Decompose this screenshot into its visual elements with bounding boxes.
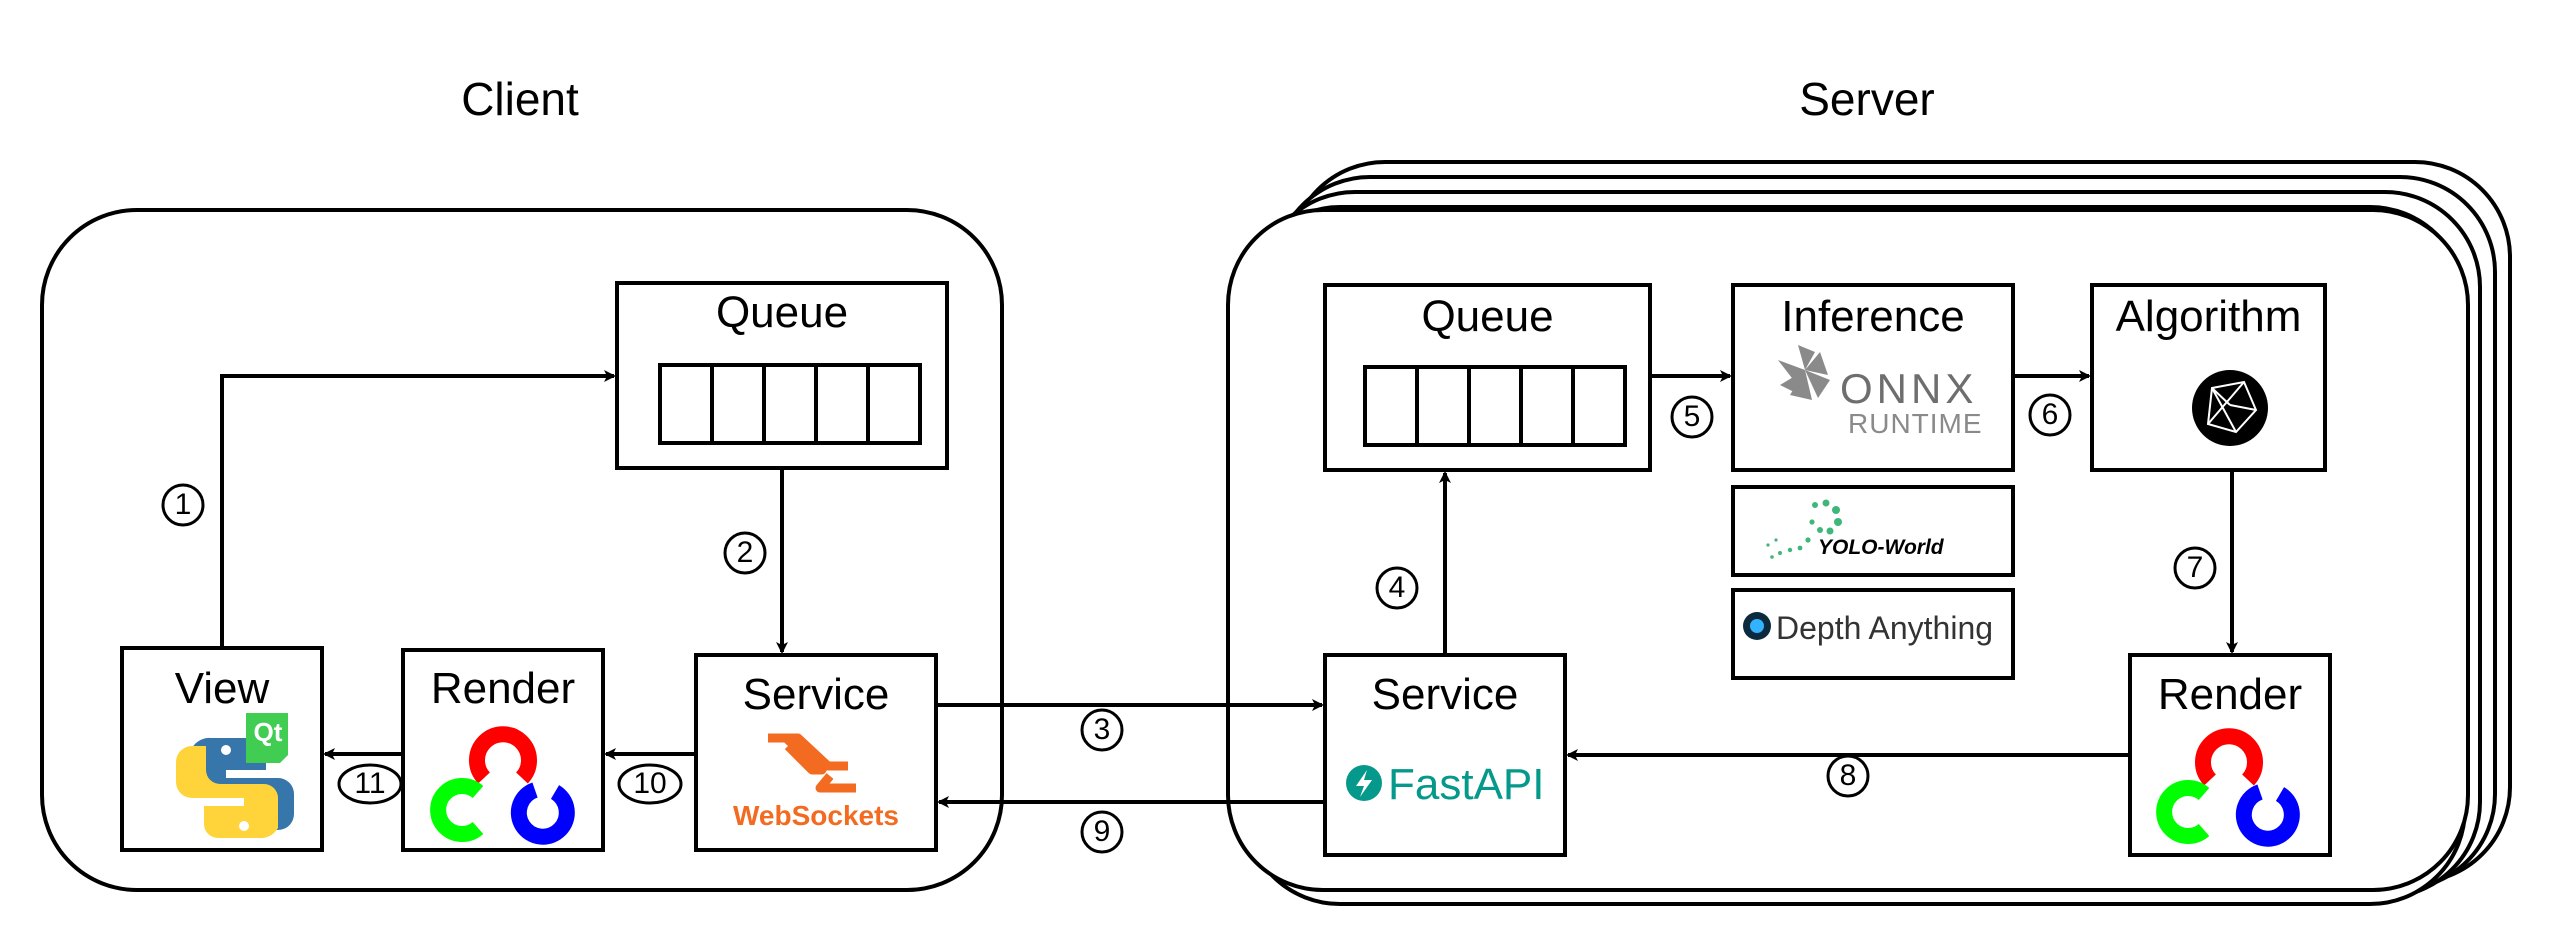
websockets-text: WebSockets [733,800,899,831]
server-queue-slots [1363,365,1627,447]
step-4-circle [1375,566,1419,610]
client-service-label: Service [742,670,890,719]
step-9-label: 9 [1093,815,1111,848]
server-render-label: Render [2157,670,2303,719]
algorithm-icon [2192,370,2268,446]
inference-box [1731,283,2015,472]
step-8-circle [1826,754,1870,798]
step-3-circle [1080,708,1124,752]
depth-anything-box [1731,588,2015,680]
client-queue-label: Queue [715,288,849,337]
client-queue-box [615,281,949,470]
python-icon [176,737,294,839]
qt-icon [246,713,288,763]
onnx-icon [1778,345,1830,400]
server-queue-box [1323,283,1652,472]
inference-label: Inference [1781,292,1965,341]
fastapi-icon [1346,765,1382,801]
onnx-runtime-text: RUNTIME [1848,408,1983,439]
yolo-world-box [1731,485,2015,577]
step-11-label: 11 [354,767,386,800]
opencv-icon [430,726,575,845]
step-7-label: 7 [2186,551,2204,584]
fastapi-text: FastAPI [1388,760,1545,809]
step-5-label: 5 [1683,400,1701,433]
step-10-circle [617,763,683,805]
server-title: Server [1799,73,1935,125]
client-queue-slots [658,363,922,445]
step-6-circle [2028,393,2072,437]
step-7-circle [2173,546,2217,590]
websockets-icon [768,733,856,793]
client-view-label: View [174,664,270,713]
step-2-label: 2 [736,536,754,569]
step-5-circle [1670,395,1714,439]
server-queue-label: Queue [1421,292,1554,341]
step-1-label: 1 [174,488,192,521]
yolo-world-text: YOLO-World [1818,536,1944,559]
step-8-label: 8 [1839,759,1857,792]
arrow-view-to-queue [220,370,616,648]
step-4-label: 4 [1388,571,1406,604]
client-title: Client [461,73,579,125]
yolo-world-icon [1766,499,1842,559]
step-6-label: 6 [2041,398,2059,431]
opencv-icon [2156,728,2300,847]
step-9-circle [1080,810,1124,854]
client-container [40,208,1004,892]
depth-anything-text: Depth Anything [1776,610,1994,646]
server-service-label: Service [1371,670,1519,719]
step-3-label: 3 [1093,713,1111,746]
qt-logo-text: Qt [253,717,283,747]
onnx-text: ONNX [1840,365,1978,412]
step-10-label: 10 [633,767,667,800]
step-1-circle [161,483,205,527]
step-11-circle [337,763,403,805]
algorithm-label: Algorithm [2115,292,2302,341]
client-render-label: Render [430,664,576,713]
step-2-circle [723,531,767,575]
depth-anything-icon [1743,612,1771,640]
